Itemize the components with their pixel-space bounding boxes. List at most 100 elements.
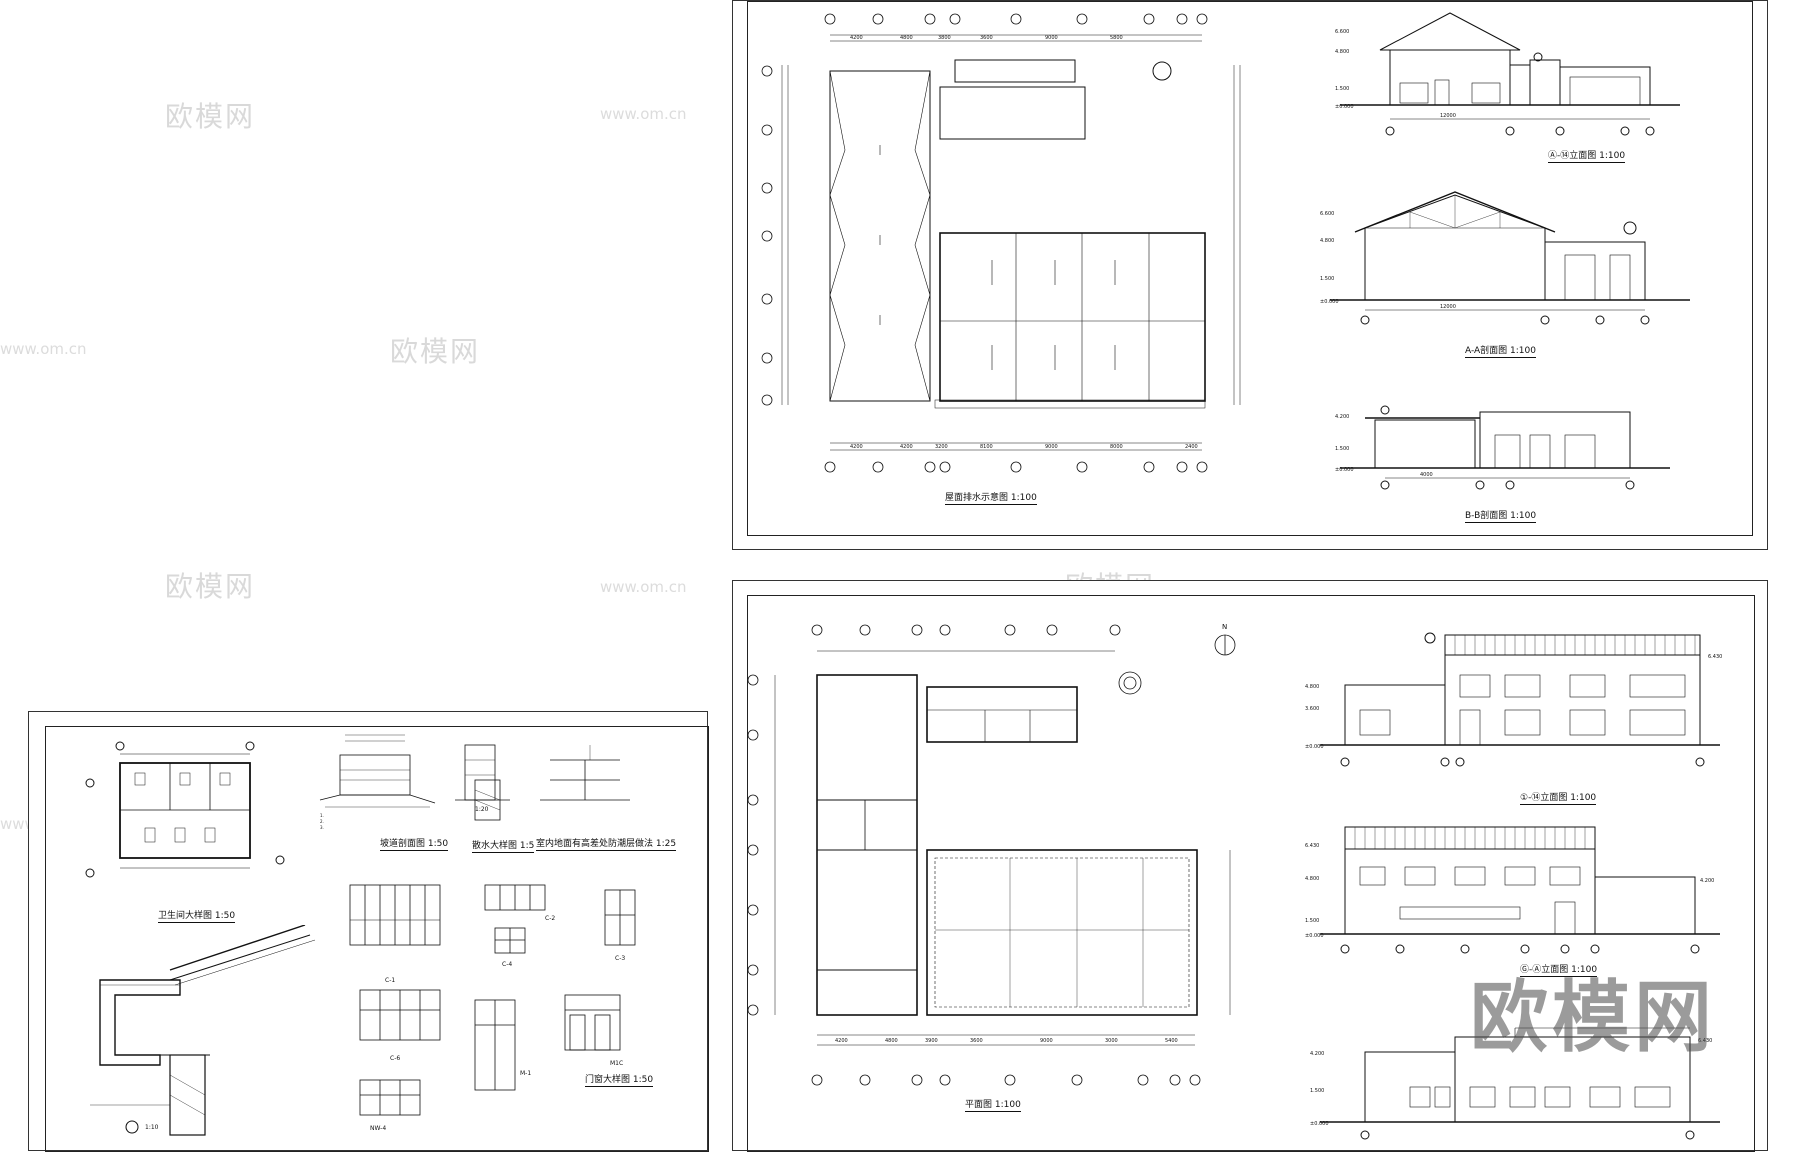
level-text: 4.200 — [1310, 1051, 1324, 1057]
brand-logo-watermark: 欧模网 — [1470, 973, 1717, 1063]
dim-text: 3900 — [925, 1038, 938, 1044]
level-text: 6.430 — [1698, 1038, 1712, 1044]
detail-1-20: 1:20 — [455, 744, 510, 813]
dim-text: 12000 — [1440, 113, 1456, 119]
elevation-a14: 6.600 4.800 1.500 ±0.000 12000 — [1335, 12, 1680, 136]
section-aa-title: A-A剖面图 1:100 — [1465, 343, 1536, 358]
title-text: ①-⑭立面图 — [1520, 793, 1568, 803]
watermark-url-1: www.om.cn — [600, 105, 687, 123]
title-scale: 1:100 — [994, 1100, 1021, 1110]
svg-text:2.: 2. — [320, 819, 324, 824]
eave-scale-text: 1:10 — [145, 1124, 159, 1131]
watermark-url-3: www.om.cn — [600, 578, 687, 596]
elevation-a14-title: Ⓐ-⑭立面图 1:100 — [1548, 148, 1626, 163]
title-scale: 1:50 — [214, 911, 236, 921]
north-label: N — [1222, 623, 1227, 631]
scupper-title: 散水大样图 1:5 — [472, 838, 535, 853]
level-text: ±0.000 — [1320, 299, 1339, 305]
dim-text: 9000 — [1040, 1038, 1053, 1044]
level-text: ±0.000 — [1305, 744, 1324, 750]
level-text: 6.600 — [1320, 211, 1334, 217]
scupper-detail — [474, 779, 501, 821]
window-label: C-2 — [545, 915, 555, 922]
elevation-1-14: 4.800 3.600 ±0.000 6.430 — [1305, 632, 1722, 767]
level-text: 4.800 — [1305, 684, 1319, 690]
level-text: 4.800 — [1320, 238, 1334, 244]
title-scale: 1:100 — [1010, 493, 1037, 503]
svg-text:3.: 3. — [320, 825, 324, 830]
watermark-3: 欧模网 — [165, 570, 256, 603]
level-text: 6.430 — [1708, 654, 1722, 660]
window-label: NW-4 — [370, 1125, 386, 1132]
level-text: 4.800 — [1335, 49, 1349, 55]
dim-text: 4200 — [850, 35, 863, 41]
floor-detail-title: 室内地面有高差处防潮层做法 1:25 — [536, 836, 677, 851]
level-text: ±0.000 — [1310, 1121, 1329, 1127]
title-text: Ⓖ-Ⓐ立面图 — [1520, 965, 1569, 975]
window-label: C-3 — [615, 955, 625, 962]
dim-text: 4800 — [885, 1038, 898, 1044]
dim-text: 4200 — [835, 1038, 848, 1044]
watermark-2: 欧模网 — [390, 335, 481, 368]
dim-text: 3600 — [970, 1038, 983, 1044]
ramp-section-title: 坡道剖面图 1:50 — [380, 836, 449, 851]
title-text: B-B剖面图 — [1465, 511, 1508, 521]
title-text: 平面图 — [965, 1100, 993, 1110]
level-text: 1.500 — [1305, 918, 1319, 924]
title-text: A-A剖面图 — [1465, 346, 1508, 356]
door-window-details: C-1 C-2 C-3 C-4 C-6 M-1 M1C NW-4 — [349, 884, 636, 1132]
dim-text: 3000 — [1105, 1038, 1118, 1044]
level-text: 3.600 — [1305, 706, 1319, 712]
floor-level-detail — [540, 745, 630, 801]
section-bb: 4.200 1.500 ±0.000 4000 — [1335, 405, 1670, 490]
level-text: 4.200 — [1335, 414, 1349, 420]
title-text: 门窗大样图 — [585, 1075, 631, 1085]
sheet-details — [28, 711, 709, 1152]
title-scale: 1:100 — [1570, 793, 1597, 803]
title-scale: 1:50 — [427, 839, 449, 849]
toilet-detail-title: 卫生间大样图 1:50 — [158, 908, 236, 923]
detail-scale-text: 1:20 — [475, 806, 489, 813]
level-text: 1.500 — [1335, 86, 1349, 92]
level-text: 4.800 — [1305, 876, 1319, 882]
dim-text: 5400 — [1165, 1038, 1178, 1044]
dim-text: 4800 — [900, 35, 913, 41]
watermark-1: 欧模网 — [165, 100, 256, 133]
section-aa: 6.600 4.800 1.500 ±0.000 12000 — [1320, 191, 1690, 325]
level-text: 1.500 — [1320, 276, 1334, 282]
title-scale: 1:25 — [655, 839, 677, 849]
dim-text: 4200 — [850, 444, 863, 450]
title-scale: 1:100 — [1510, 511, 1537, 521]
title-text: 屋面排水示意图 — [945, 493, 1009, 503]
level-text: 1.500 — [1335, 446, 1349, 452]
dim-text: 12000 — [1440, 304, 1456, 310]
dim-text: 5800 — [1110, 35, 1123, 41]
dim-text: 8000 — [1110, 444, 1123, 450]
sheet-roof-inner-frame — [747, 1, 1753, 536]
level-text: ±0.000 — [1305, 933, 1324, 939]
level-text: 6.430 — [1305, 843, 1319, 849]
level-text: ±0.000 — [1335, 104, 1354, 110]
dim-text: 4200 — [900, 444, 913, 450]
eave-detail: 1:10 — [90, 925, 316, 1136]
svg-text:1.: 1. — [320, 813, 324, 818]
level-text: 4.200 — [1700, 878, 1714, 884]
title-text: 散水大样图 — [472, 841, 518, 851]
floor-plan-title: 平面图 1:100 — [965, 1097, 1021, 1112]
ramp-section: 1.2.3. — [319, 734, 436, 830]
title-scale: 1:50 — [632, 1075, 654, 1085]
dim-text: 3200 — [935, 444, 948, 450]
title-text: Ⓐ-⑭立面图 — [1548, 151, 1597, 161]
window-label: C-6 — [390, 1055, 400, 1062]
title-scale: 1:100 — [1599, 151, 1626, 161]
title-scale: 1:100 — [1571, 965, 1598, 975]
window-label: C-4 — [502, 961, 512, 968]
roof-plan-title: 屋面排水示意图 1:100 — [945, 490, 1037, 505]
level-text: 6.600 — [1335, 29, 1349, 35]
dim-text: 3600 — [980, 35, 993, 41]
dim-text: 8100 — [980, 444, 993, 450]
title-text: 坡道剖面图 — [380, 839, 426, 849]
dim-text: 3800 — [938, 35, 951, 41]
watermark-url-2: www.om.cn — [0, 340, 87, 358]
level-text: 1.500 — [1310, 1088, 1324, 1094]
